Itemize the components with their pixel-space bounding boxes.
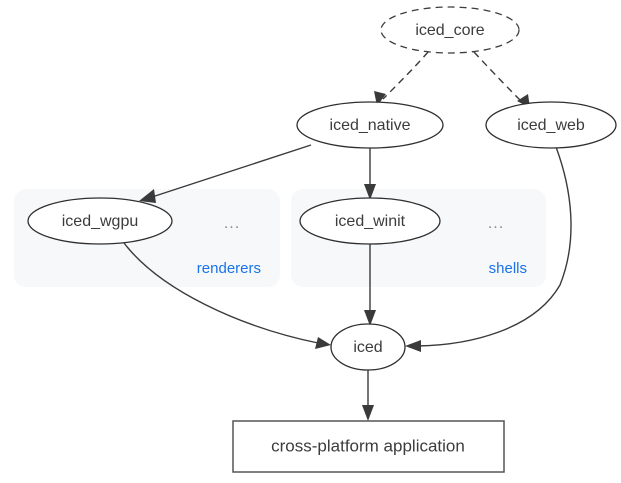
edge-iced-wgpu-to-iced-arrowhead: [315, 337, 331, 349]
edge-iced-core-to-iced-native: [374, 51, 429, 106]
edge-iced-to-application: [362, 370, 374, 421]
edge-iced-to-application-arrowhead: [362, 405, 374, 421]
node-iced-native[interactable]: iced_native: [296, 101, 444, 149]
node-iced-web-label: iced_web: [517, 117, 585, 134]
node-iced[interactable]: iced: [330, 323, 406, 371]
node-iced-core-label: iced_core: [415, 22, 484, 39]
cluster-renderers-label: renderers: [197, 260, 261, 277]
edge-iced-web-to-iced: [405, 146, 572, 352]
edge-iced-wgpu-to-iced-path: [123, 242, 319, 344]
edge-iced-core-to-iced-web: [473, 51, 530, 108]
node-iced-core-shape[interactable]: [380, 6, 520, 54]
renderers-more-ellipsis: ...: [224, 215, 240, 232]
node-iced-wgpu-label: iced_wgpu: [62, 213, 139, 230]
edge-iced-native-to-iced-wgpu-arrowhead: [139, 189, 156, 203]
node-iced-winit-label: iced_winit: [335, 213, 406, 230]
node-iced-label: iced: [353, 339, 382, 356]
node-iced-native-label: iced_native: [330, 117, 411, 134]
node-iced-web-shape[interactable]: [485, 101, 617, 149]
edge-iced-native-to-iced-wgpu-path: [151, 144, 312, 198]
node-iced-native-shape[interactable]: [296, 101, 444, 149]
node-iced-winit[interactable]: iced_winit: [299, 197, 441, 245]
node-iced-wgpu-shape[interactable]: [27, 197, 173, 245]
cluster-shells-label: shells: [489, 260, 527, 277]
edge-iced-web-to-iced-arrowhead: [405, 340, 421, 352]
edge-iced-native-to-iced-winit: [364, 148, 376, 200]
edge-iced-winit-to-iced: [364, 244, 376, 326]
edge-iced-core-to-iced-web-path: [473, 51, 522, 102]
edge-iced-native-to-iced-winit-arrowhead: [364, 184, 376, 200]
edge-iced-wgpu-to-iced: [123, 242, 331, 349]
node-iced-shape[interactable]: [330, 323, 406, 371]
node-iced-wgpu[interactable]: iced_wgpu: [27, 197, 173, 245]
shells-more-ellipsis: ...: [488, 215, 504, 232]
node-application-label: cross-platform application: [271, 436, 465, 455]
edge-iced-core-to-iced-native-path: [382, 51, 429, 100]
node-iced-web[interactable]: iced_web: [485, 101, 617, 149]
edge-iced-winit-to-iced-arrowhead: [364, 310, 376, 326]
edge-iced-web-to-iced-path: [417, 146, 572, 347]
node-application[interactable]: cross-platform application: [232, 420, 505, 473]
node-iced-core[interactable]: iced_core: [380, 6, 520, 54]
node-application-shape[interactable]: [232, 420, 505, 473]
edge-iced-native-to-iced-wgpu: [139, 144, 312, 203]
node-iced-winit-shape[interactable]: [299, 197, 441, 245]
